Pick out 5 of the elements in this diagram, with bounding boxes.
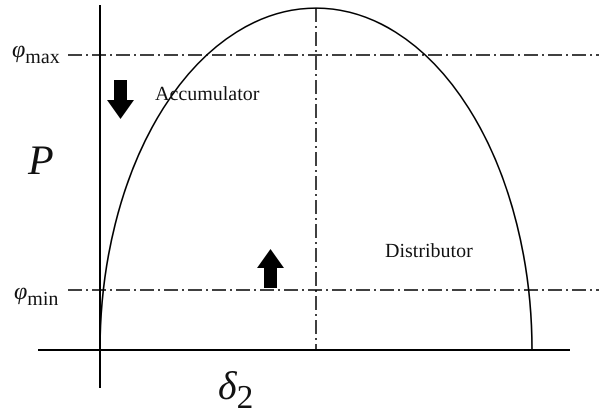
axis-label: φ$_{min}$ xyxy=(14,280,58,309)
axis-label: δ$_{2}$ xyxy=(218,366,254,414)
axis-label: P xyxy=(28,140,54,182)
axis-label: φ$_{max}$ xyxy=(12,38,60,67)
region-label: Distributor xyxy=(385,241,473,261)
